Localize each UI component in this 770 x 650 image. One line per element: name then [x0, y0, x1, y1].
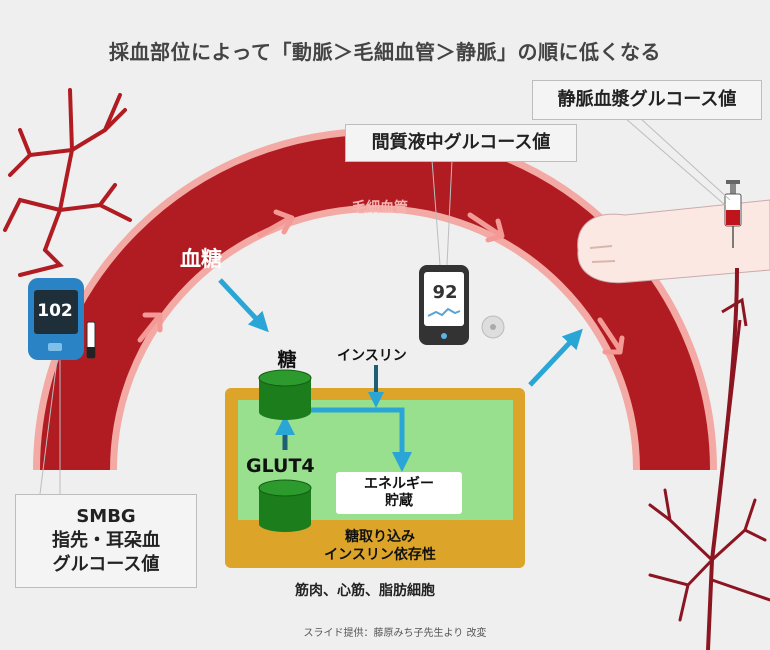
smbg-label-line3: グルコース値 — [52, 554, 160, 575]
cgm-reader — [419, 265, 505, 345]
sugar-cylinder — [258, 369, 312, 420]
syringe — [724, 180, 742, 248]
cgm-reading: 92 — [432, 282, 458, 303]
vein-branches-right — [648, 488, 770, 622]
cgm-pointer — [431, 159, 441, 266]
smbg-label: SMBG 指先・耳朶血 グルコース値 — [15, 494, 197, 588]
smbg-reading: 102 — [37, 301, 73, 321]
smbg-label-line1: SMBG — [76, 506, 136, 527]
interstitial-glucose-label: 間質液中グルコース値 — [345, 124, 577, 162]
energy-arrow — [310, 407, 412, 472]
glut4-label: GLUT4 — [246, 455, 315, 477]
sugar-label: 糖 — [277, 349, 297, 371]
glut4-cylinder — [258, 479, 312, 532]
uptake-line2: インスリン依存性 — [324, 547, 436, 563]
capillary-vessel — [40, 135, 710, 471]
venous-plasma-label: 静脈血漿グルコース値 — [532, 80, 762, 120]
uptake-line1: 糖取り込み — [345, 529, 415, 545]
uptake-label: 糖取り込み インスリン依存性 — [290, 528, 470, 564]
insulin-label: インスリン — [337, 348, 407, 364]
energy-storage-box: エネルギー 貯蔵 — [336, 472, 462, 514]
arm — [577, 199, 770, 284]
energy-line2: 貯蔵 — [385, 493, 413, 509]
smbg-label-line2: 指先・耳朶血 — [52, 530, 160, 551]
page-title: 採血部位によって「動脈＞毛細血管＞静脈」の順に低くなる — [109, 40, 661, 64]
credit-text: スライド提供：藤原みち子先生より 改変 — [303, 628, 487, 639]
capillary-label: 毛細血管 — [352, 200, 408, 216]
artery-branches-left — [3, 88, 132, 277]
outflow-arrow — [528, 328, 583, 387]
blood-sugar-arrow — [218, 278, 269, 333]
smbg-pointer — [39, 359, 58, 495]
vein-pointer — [624, 117, 726, 206]
smbg-meter — [28, 278, 96, 360]
blood-sugar-label: 血糖 — [180, 247, 222, 271]
energy-line1: エネルギー — [364, 476, 434, 492]
flow-arrows — [137, 209, 625, 355]
tissue-label: 筋肉、心筋、脂肪細胞 — [295, 583, 435, 599]
